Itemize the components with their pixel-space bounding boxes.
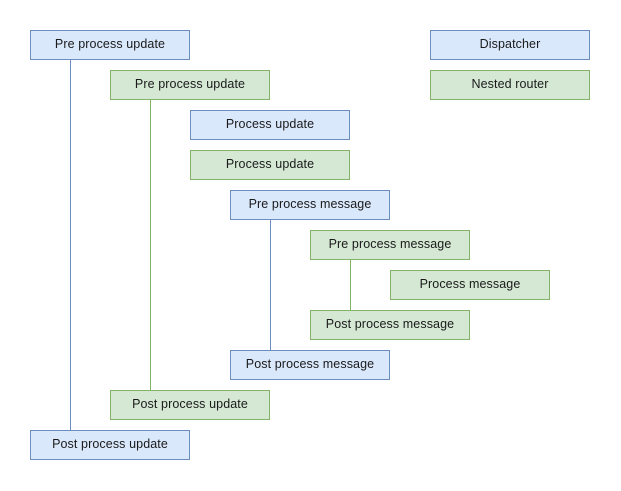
node-label: Process update: [225, 157, 315, 172]
connector-pre-post-process-update-dispatcher: [70, 60, 71, 430]
node-pre-process-update-dispatcher[interactable]: Pre process update: [30, 30, 190, 60]
node-label: Process update: [225, 117, 315, 132]
connector-pre-post-process-message-dispatcher: [270, 220, 271, 350]
legend-item-nested-router[interactable]: Nested router: [430, 70, 590, 100]
node-label: Pre process message: [328, 237, 452, 252]
node-label: Pre process update: [54, 37, 166, 52]
node-process-message-router[interactable]: Process message: [390, 270, 550, 300]
legend-label: Dispatcher: [479, 37, 541, 52]
node-process-update-router[interactable]: Process update: [190, 150, 350, 180]
legend-item-dispatcher[interactable]: Dispatcher: [430, 30, 590, 60]
node-label: Pre process update: [134, 77, 246, 92]
node-pre-process-message-dispatcher[interactable]: Pre process message: [230, 190, 390, 220]
node-label: Post process message: [245, 357, 375, 372]
node-process-update-dispatcher[interactable]: Process update: [190, 110, 350, 140]
node-label: Pre process message: [248, 197, 372, 212]
node-label: Post process update: [132, 397, 248, 412]
node-label: Post process update: [52, 437, 168, 452]
node-pre-process-update-router[interactable]: Pre process update: [110, 70, 270, 100]
connector-pre-post-process-update-router: [150, 100, 151, 390]
connector-pre-post-process-message-router: [350, 260, 351, 310]
node-label: Process message: [419, 277, 521, 292]
node-label: Post process message: [325, 317, 455, 332]
node-post-process-update-dispatcher[interactable]: Post process update: [30, 430, 190, 460]
legend-label: Nested router: [471, 77, 549, 92]
node-pre-process-message-router[interactable]: Pre process message: [310, 230, 470, 260]
node-post-process-message-router[interactable]: Post process message: [310, 310, 470, 340]
node-post-process-message-dispatcher[interactable]: Post process message: [230, 350, 390, 380]
node-post-process-update-router[interactable]: Post process update: [110, 390, 270, 420]
